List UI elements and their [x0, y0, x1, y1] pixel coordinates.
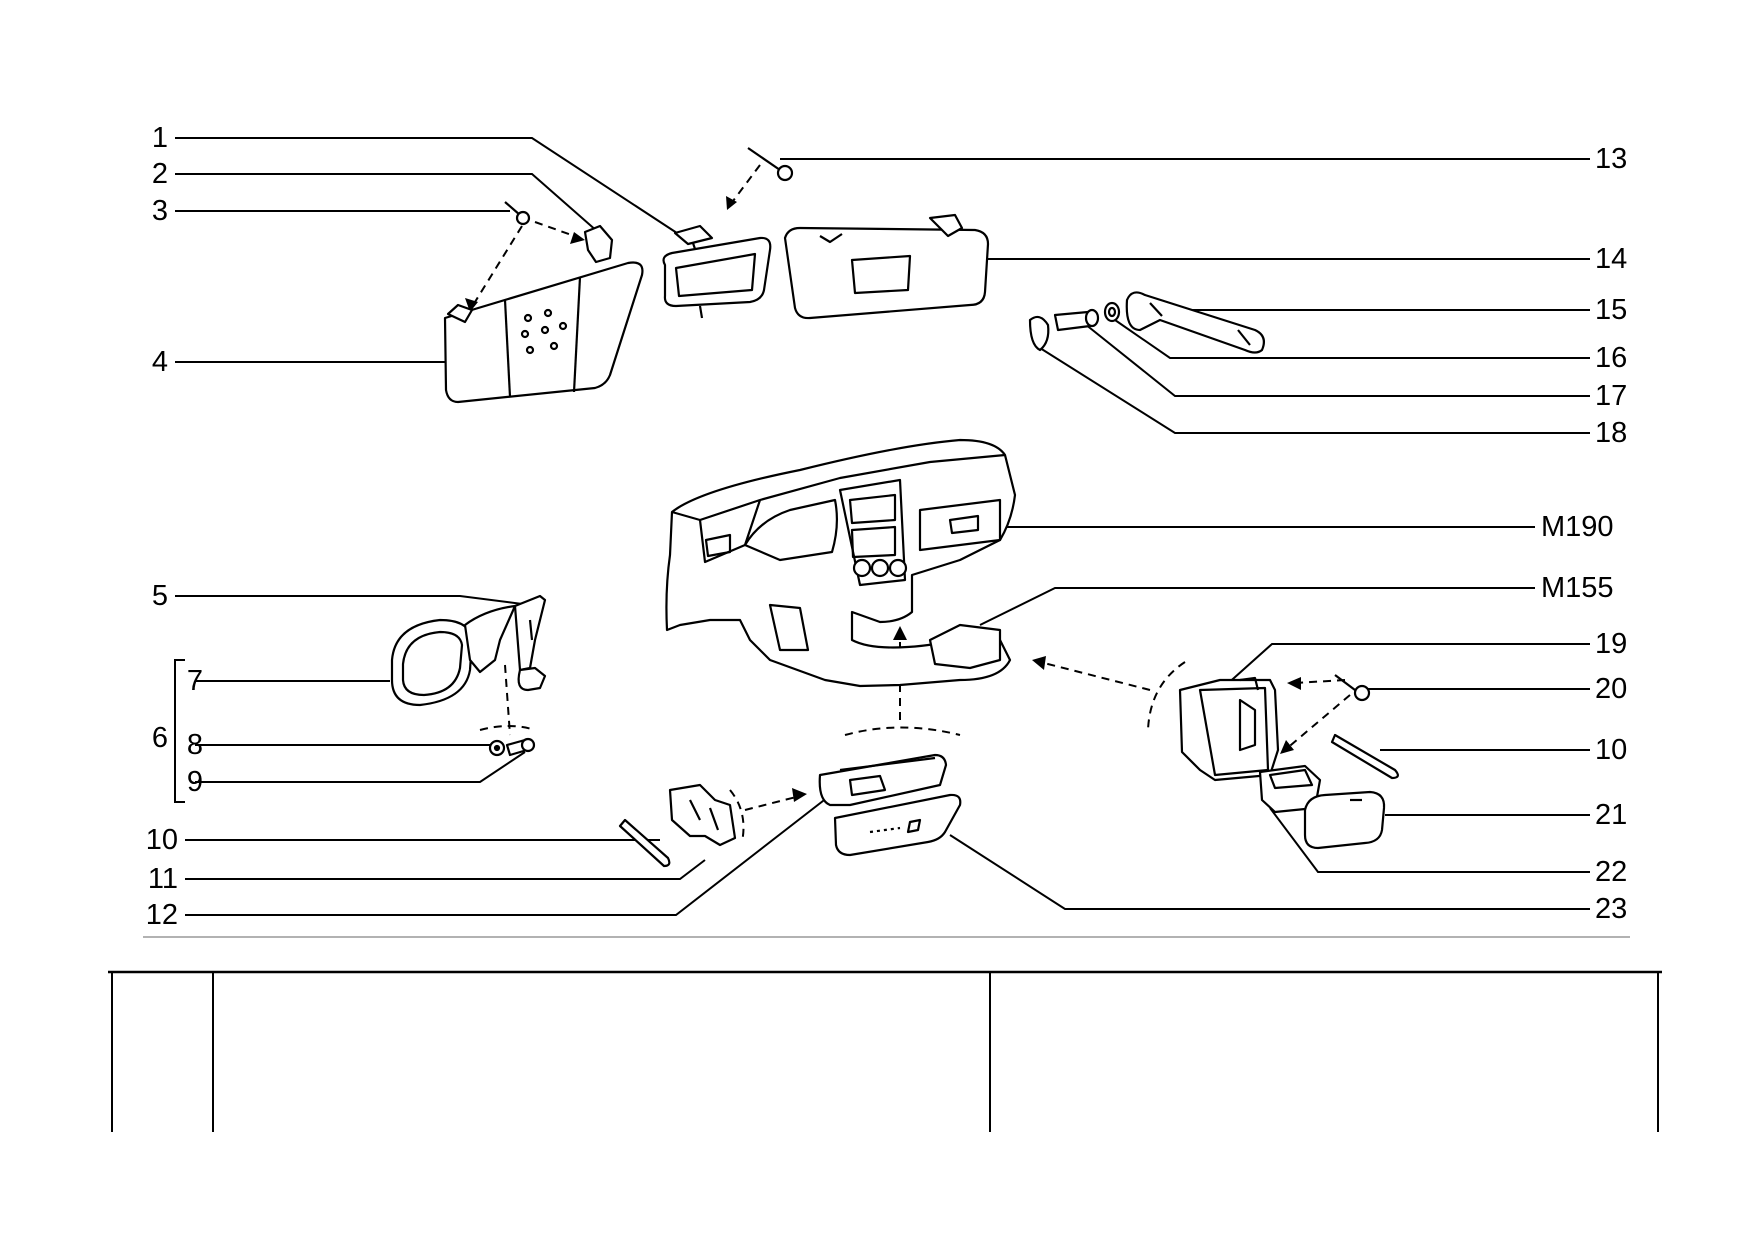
- mirror-connector: [517, 666, 547, 692]
- leader-1: [175, 137, 681, 236]
- callout-label: 13: [1595, 143, 1628, 175]
- callout-label: 15: [1595, 294, 1628, 326]
- sun-visor-right: [783, 213, 990, 320]
- washer-8: [488, 739, 506, 757]
- leader-m155: [979, 587, 1535, 626]
- arrowhead-4: [792, 788, 807, 802]
- leader-17: [1079, 319, 1590, 397]
- callout-label: 10: [1595, 734, 1628, 766]
- arrowhead-7: [1287, 677, 1301, 690]
- latch-11: [668, 783, 737, 847]
- bolt-9: [505, 737, 536, 757]
- glovebox-liner-12: [818, 753, 948, 807]
- callout-label: 1: [151, 122, 168, 154]
- cap-18: [1028, 315, 1050, 352]
- arrow-20-a: [1294, 679, 1346, 684]
- arrowhead-6: [1032, 656, 1046, 670]
- arrowhead-1: [465, 298, 478, 312]
- callout-label: 5: [151, 580, 168, 612]
- arc-console: [1147, 661, 1186, 731]
- arrowhead-5: [893, 626, 907, 640]
- callout-label: 14: [1595, 243, 1628, 275]
- interior-mirror-1: [662, 224, 772, 319]
- callout-label: 18: [1595, 417, 1628, 449]
- screw-3: [504, 201, 531, 226]
- callout-label: 4: [151, 346, 168, 378]
- ashtray-lid-21: [1303, 790, 1386, 850]
- callout-label: M155: [1541, 572, 1614, 604]
- glovebox-lid-23: [833, 793, 962, 857]
- instrument-panel: [665, 438, 1017, 688]
- arrow-3-clip: [534, 221, 581, 239]
- leader-12: [185, 779, 851, 916]
- visor-clip-2: [583, 224, 614, 264]
- outside-mirror-7: [390, 604, 517, 707]
- bolt-17: [1053, 308, 1100, 332]
- arrowhead-2: [570, 232, 585, 244]
- callout-label: M190: [1541, 511, 1614, 543]
- callout-label: 23: [1595, 893, 1628, 925]
- callout-label: 21: [1595, 799, 1628, 831]
- callout-label: 6: [151, 722, 168, 754]
- callout-label: 19: [1595, 628, 1628, 660]
- arrow-11: [744, 795, 801, 811]
- callout-label: 7: [186, 665, 203, 697]
- pin-10-left: [618, 818, 671, 868]
- arc-glovebox: [844, 726, 961, 736]
- sun-visor-left: [443, 261, 644, 404]
- arrowhead-8: [1280, 740, 1294, 754]
- leader-23: [949, 834, 1590, 910]
- arc-11: [729, 789, 745, 843]
- leader-18: [1039, 347, 1590, 434]
- grab-handle-15: [1125, 291, 1265, 354]
- callout-label: 2: [151, 158, 168, 190]
- callout-label: 16: [1595, 342, 1628, 374]
- leader-16: [1114, 319, 1590, 359]
- bracket-6: [174, 659, 185, 803]
- callout-label: 9: [186, 766, 203, 798]
- callout-label: 8: [186, 729, 203, 761]
- screw-20: [1334, 674, 1371, 702]
- callout-label: 20: [1595, 673, 1628, 705]
- arrow-20-b: [1284, 694, 1351, 751]
- callout-label: 11: [147, 863, 178, 895]
- pin-10-right: [1330, 733, 1399, 780]
- screw-13: [747, 147, 794, 182]
- callout-label: 10: [145, 824, 178, 856]
- arrow-13: [729, 164, 761, 206]
- callout-label: 3: [151, 195, 168, 227]
- arrow-3-visor: [469, 225, 523, 311]
- leader-22: [1269, 807, 1590, 873]
- leader-19: [1214, 643, 1590, 696]
- arc-mirror: [479, 725, 536, 731]
- leader-2: [175, 173, 599, 233]
- console-box-19: [1178, 676, 1280, 782]
- leader-9: [195, 751, 526, 783]
- leader-5: [175, 595, 531, 606]
- arrowhead-3: [726, 196, 737, 210]
- arrow-mirror-mount: [504, 664, 511, 736]
- mirror-mount-5: [513, 594, 547, 672]
- washer-16: [1103, 301, 1121, 323]
- arrow-console: [1039, 661, 1151, 691]
- callout-label: 22: [1595, 856, 1628, 888]
- leader-11: [185, 859, 706, 880]
- callout-label: 17: [1595, 380, 1628, 412]
- callout-label: 12: [145, 899, 178, 931]
